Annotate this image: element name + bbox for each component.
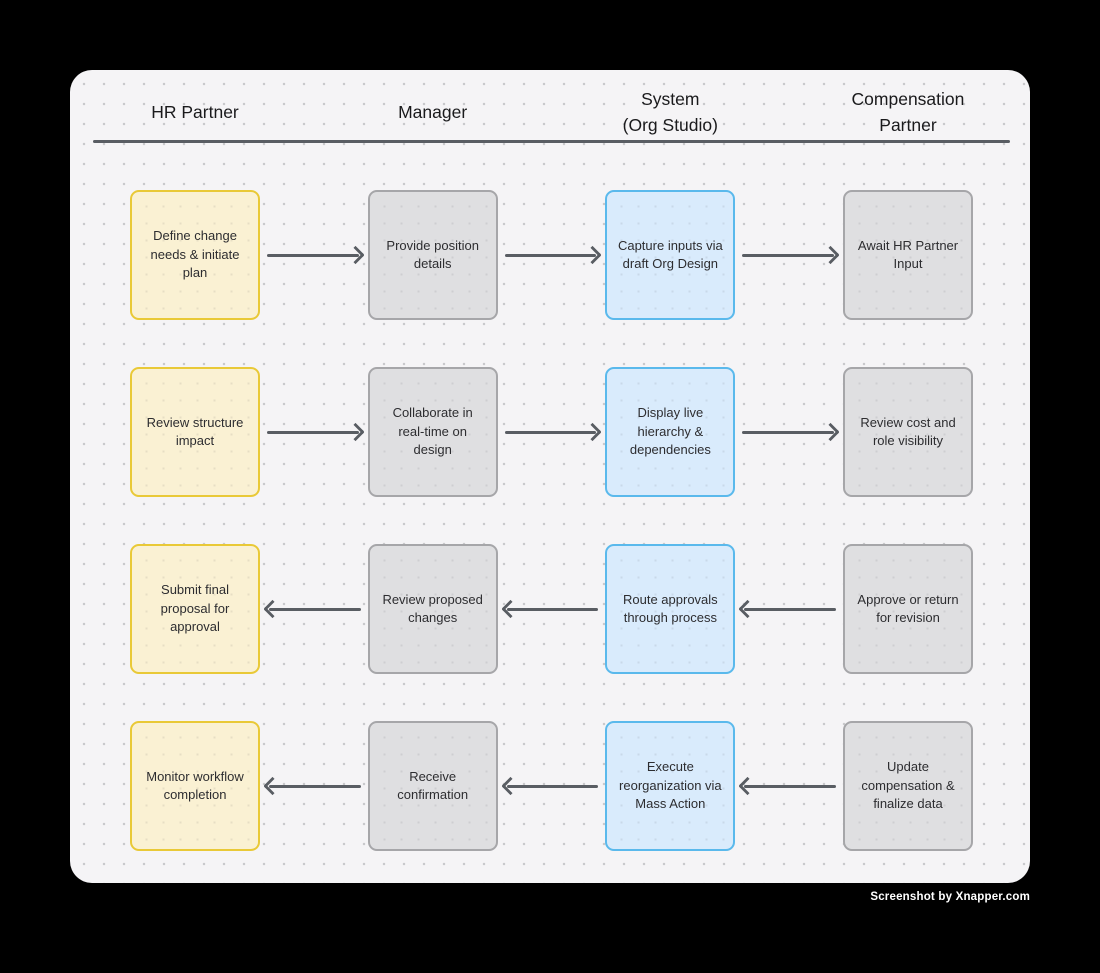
node-label: Monitor workflow completion	[146, 768, 244, 802]
node-hr-partner[interactable]: Review structure impact	[130, 367, 260, 497]
node-hr-partner[interactable]: Define change needs & initiate plan	[130, 190, 260, 320]
arrow-shaft	[267, 253, 359, 257]
node-manager[interactable]: Provide position details	[367, 190, 498, 320]
arrow-head-icon	[263, 776, 282, 796]
node-label: Provide position details	[386, 237, 479, 271]
flow-arrow-left[interactable]	[260, 544, 368, 674]
arrow-head-icon	[821, 245, 840, 265]
node-label: Review structure impact	[146, 414, 244, 448]
lane-title-system: System (Org Studio)	[622, 89, 718, 136]
lane-header-divider	[93, 140, 1010, 143]
flow-arrow-right[interactable]	[260, 190, 368, 320]
node-label: Review cost and role visibility	[860, 414, 956, 448]
flow-arrow-right[interactable]	[498, 190, 606, 320]
arrow-head-icon	[263, 599, 282, 619]
node-label: Await HR Partner Input	[857, 237, 959, 271]
flow-row-4: Monitor workflow completion Receive conf…	[130, 721, 974, 851]
node-hr-partner[interactable]: Monitor workflow completion	[130, 721, 260, 851]
arrow-shaft	[506, 607, 599, 611]
node-compensation[interactable]: Approve or return for revision	[843, 544, 974, 674]
flow-arrow-left[interactable]	[498, 721, 606, 851]
arrow-shaft	[269, 607, 361, 611]
node-compensation[interactable]: Review cost and role visibility	[843, 367, 974, 497]
node-label: Receive confirmation	[397, 768, 469, 802]
node-compensation[interactable]: Update compensation & finalize data	[843, 721, 974, 851]
flow-arrow-right[interactable]	[260, 367, 368, 497]
node-system[interactable]: Execute reorganization via Mass Action	[605, 721, 736, 851]
lane-title-manager: Manager	[398, 102, 468, 123]
arrow-head-icon	[583, 245, 603, 265]
arrow-head-icon	[583, 422, 603, 442]
node-label: Display live hierarchy & dependencies	[629, 405, 711, 458]
node-manager[interactable]: Collaborate in real-time on design	[367, 367, 498, 497]
arrow-shaft	[504, 253, 597, 257]
flow-arrow-right[interactable]	[735, 367, 843, 497]
node-label: Approve or return for revision	[857, 591, 959, 625]
flow-row-2: Review structure impact Collaborate in r…	[130, 367, 974, 497]
arrow-shaft	[744, 607, 837, 611]
flow-arrow-left[interactable]	[735, 544, 843, 674]
node-label: Execute reorganization via Mass Action	[619, 759, 722, 812]
flow-arrow-left[interactable]	[735, 721, 843, 851]
node-compensation[interactable]: Await HR Partner Input	[843, 190, 974, 320]
node-manager[interactable]: Review proposed changes	[367, 544, 498, 674]
lane-title-hr-partner: HR Partner	[151, 102, 239, 123]
arrow-head-icon	[738, 776, 758, 796]
flow-arrow-left[interactable]	[498, 544, 606, 674]
node-system[interactable]: Route approvals through process	[605, 544, 736, 674]
arrow-head-icon	[500, 599, 520, 619]
node-label: Submit final proposal for approval	[160, 582, 230, 635]
arrow-shaft	[742, 253, 835, 257]
flow-rows: Define change needs & initiate plan Prov…	[130, 190, 974, 851]
node-label: Update compensation & finalize data	[861, 759, 955, 812]
arrow-shaft	[744, 784, 837, 788]
arrow-head-icon	[345, 245, 365, 265]
node-manager[interactable]: Receive confirmation	[367, 721, 498, 851]
arrow-shaft	[742, 430, 835, 434]
arrow-shaft	[269, 784, 361, 788]
node-system[interactable]: Display live hierarchy & dependencies	[605, 367, 736, 497]
diagram-canvas: HR Partner Manager System (Org Studio) C…	[70, 70, 1030, 883]
arrow-head-icon	[345, 422, 365, 442]
node-system[interactable]: Capture inputs via draft Org Design	[605, 190, 736, 320]
node-hr-partner[interactable]: Submit final proposal for approval	[130, 544, 260, 674]
arrow-shaft	[506, 784, 599, 788]
arrow-head-icon	[738, 599, 758, 619]
arrow-shaft	[504, 430, 597, 434]
flow-row-1: Define change needs & initiate plan Prov…	[130, 190, 974, 320]
flow-arrow-left[interactable]	[260, 721, 368, 851]
lane-headers: HR Partner Manager System (Org Studio) C…	[130, 86, 973, 139]
node-label: Capture inputs via draft Org Design	[617, 237, 723, 271]
xnapper-watermark: Screenshot by Xnapper.com	[870, 891, 1030, 903]
node-label: Collaborate in real-time on design	[392, 405, 473, 458]
node-label: Define change needs & initiate plan	[150, 228, 240, 281]
flow-arrow-right[interactable]	[498, 367, 606, 497]
node-label: Review proposed changes	[382, 591, 483, 625]
lane-title-compensation: Compensation Partner	[851, 89, 965, 136]
flow-row-3: Submit final proposal for approval Revie…	[130, 544, 974, 674]
node-label: Route approvals through process	[623, 591, 718, 625]
arrow-head-icon	[821, 422, 840, 442]
arrow-shaft	[267, 430, 359, 434]
arrow-head-icon	[500, 776, 520, 796]
flow-arrow-right[interactable]	[735, 190, 843, 320]
